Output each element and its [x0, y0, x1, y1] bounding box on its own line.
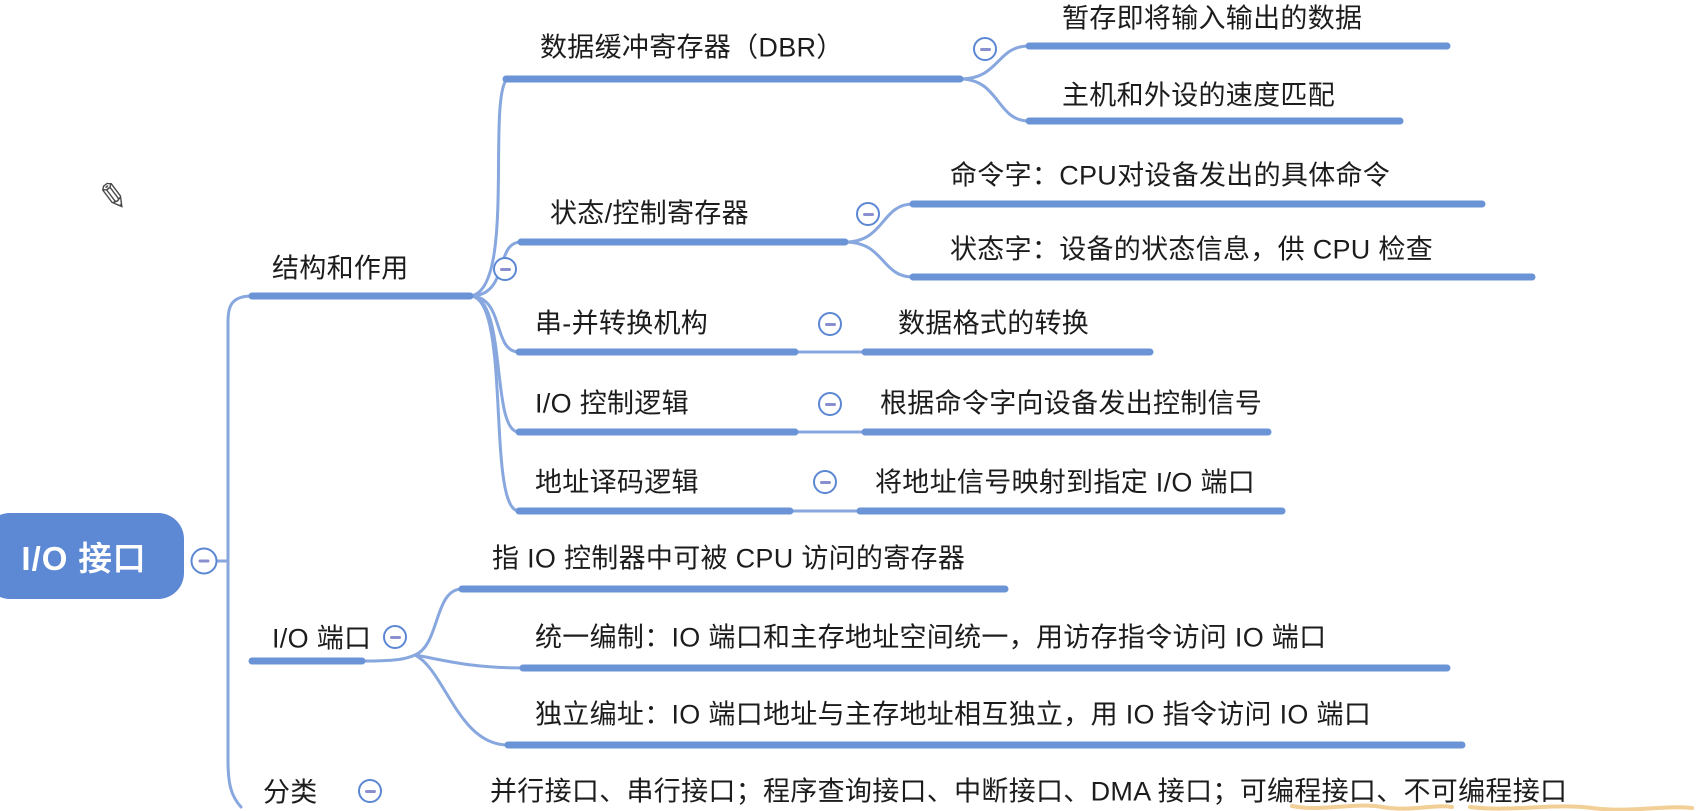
- collapse-button-dbr[interactable]: [973, 37, 997, 61]
- collapse-button-classification[interactable]: [358, 779, 382, 803]
- minus-icon: [364, 789, 376, 793]
- minus-icon: [819, 480, 831, 484]
- node-command-word[interactable]: 命令字：CPU对设备发出的具体命令: [950, 160, 1391, 191]
- collapse-button-io-port[interactable]: [383, 625, 407, 649]
- node-format-conversion[interactable]: 数据格式的转换: [898, 308, 1090, 339]
- collapse-button-root[interactable]: [190, 547, 218, 575]
- node-unified-addressing[interactable]: 统一编制：IO 端口和主存地址空间统一，用访存指令访问 IO 端口: [535, 622, 1327, 653]
- branch-underlines: [248, 42, 1536, 749]
- minus-icon: [824, 322, 836, 326]
- node-io-port-definition[interactable]: 指 IO 控制器中可被 CPU 访问的寄存器: [492, 543, 966, 574]
- thin-connectors: [215, 44, 1031, 809]
- node-speed-match[interactable]: 主机和外设的速度匹配: [1062, 80, 1335, 111]
- minus-icon: [198, 559, 210, 563]
- node-status-word[interactable]: 状态字：设备的状态信息，供 CPU 检查: [950, 234, 1434, 265]
- collapse-button-structure[interactable]: [493, 257, 517, 281]
- minus-icon: [824, 402, 836, 406]
- minus-icon: [389, 635, 401, 639]
- pencil-cursor-icon: ✎: [95, 174, 131, 219]
- node-dbr[interactable]: 数据缓冲寄存器（DBR）: [540, 32, 844, 63]
- minus-icon: [862, 212, 874, 216]
- node-address-mapping[interactable]: 将地址信号映射到指定 I/O 端口: [875, 467, 1256, 498]
- minus-icon: [979, 47, 991, 51]
- root-node[interactable]: I/O 接口: [0, 513, 184, 599]
- node-independent-addressing[interactable]: 独立编址：IO 端口地址与主存地址相互独立，用 IO 指令访问 IO 端口: [535, 699, 1372, 730]
- collapse-button-status-register[interactable]: [856, 202, 880, 226]
- node-io-port[interactable]: I/O 端口: [272, 623, 372, 654]
- collapse-button-io-control-logic[interactable]: [818, 392, 842, 416]
- node-interface-types[interactable]: 并行接口、串行接口；程序查询接口、中断接口、DMA 接口；可编程接口、不可编程接…: [490, 776, 1568, 807]
- collapse-button-address-decode[interactable]: [813, 470, 837, 494]
- node-serial-parallel[interactable]: 串-并转换机构: [535, 308, 709, 339]
- node-structure-function[interactable]: 结构和作用: [272, 253, 409, 284]
- minus-icon: [499, 267, 511, 271]
- node-io-control-logic[interactable]: I/O 控制逻辑: [535, 388, 689, 419]
- node-buffer-data[interactable]: 暂存即将输入输出的数据: [1062, 3, 1363, 34]
- collapse-button-serial-parallel[interactable]: [818, 312, 842, 336]
- node-control-signal[interactable]: 根据命令字向设备发出控制信号: [880, 388, 1263, 419]
- highlight-marker-squiggle: [1290, 803, 1694, 811]
- node-address-decode-logic[interactable]: 地址译码逻辑: [535, 467, 699, 498]
- node-classification[interactable]: 分类: [263, 777, 318, 808]
- node-status-control-register[interactable]: 状态/控制寄存器: [550, 198, 749, 229]
